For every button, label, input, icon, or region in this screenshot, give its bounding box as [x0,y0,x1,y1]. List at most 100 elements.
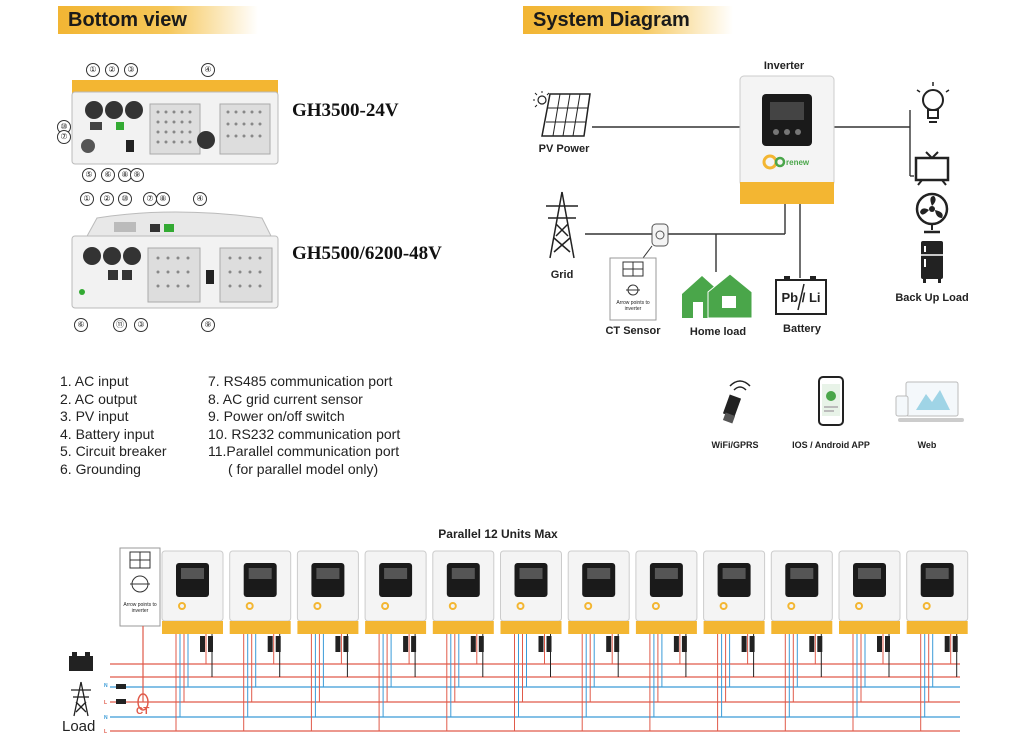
model-gh5500: GH5500/6200-48V [292,243,442,264]
inverter-unit [739,75,835,204]
unit-breaker [478,636,484,652]
unit-breaker [343,636,349,652]
callout-b1: ① [80,192,94,206]
unit-breaker [470,636,476,652]
unit-breaker [208,636,213,652]
ct-sensor-icon [651,223,669,247]
legend-item: 6. Grounding [60,460,141,477]
legend-item: 1. AC input [60,373,129,389]
wifi-gprs-label: WiFi/GPRS [711,440,759,450]
web-dashboard-icon [895,381,964,422]
home-load-label: Home load [689,326,747,338]
parallel-unit-display [858,568,881,579]
unit-breaker [741,636,747,652]
callout-4: ④ [201,63,215,77]
backup-load-label: Back Up Load [895,292,969,304]
parallel-unit-logo [855,602,863,610]
legend-item: 2. AC output [60,390,138,407]
parallel-grid-tower-icon [71,681,91,717]
parallel-ct-note: Arrow points to inverter [123,602,157,614]
legend-item: 8. AC grid current sensor [208,390,363,407]
unit-breaker [335,636,341,652]
parallel-unit-display [316,568,340,579]
unit-breaker [885,636,890,652]
parallel-unit-base [568,621,630,634]
battery-chem-text: Pb / Li [781,290,821,305]
parallel-unit-logo [651,602,660,610]
parallel-unit-base [365,621,427,634]
unit-breaker [749,636,755,652]
unit-breaker [606,636,612,652]
parallel-unit-logo [516,602,525,610]
unit-breaker [538,636,544,652]
ct-note-card [609,257,657,321]
callout-b8: ⑧ [156,192,170,206]
inverter-brand: renew [786,158,810,167]
solar-panel-icon [533,91,591,137]
unit-breaker [944,636,950,652]
web-label: Web [917,440,937,450]
callout-1: ① [86,63,100,77]
smartphone-app-icon [818,376,844,426]
battery-label: Battery [783,323,821,335]
unit-breaker [546,636,552,652]
unit-breaker [403,636,409,652]
bus-label-l2: L [104,729,108,735]
parallel-unit-logo [787,602,796,610]
parallel-unit-display [519,568,543,579]
unit-breaker [267,636,273,652]
parallel-unit-display [722,568,746,579]
legend-item: 7. RS485 communication port [208,373,393,389]
parallel-unit-display [587,568,611,579]
unit-breaker [673,636,679,652]
grid-label: Grid [550,269,574,281]
legend-item: 10. RS232 communication port [208,425,401,442]
parallel-ct-card [119,547,161,627]
battery-icon [775,276,827,315]
parallel-title: Parallel 12 Units Max [438,527,558,541]
bus-label-l1: L [104,700,108,706]
fuse-l [116,699,126,704]
legend-item: 11.Parallel communication port [208,443,400,459]
parallel-unit-base [500,621,562,634]
device-gh3500-bottom [71,80,279,165]
fuse-n [116,684,126,689]
parallel-unit-display [925,568,949,579]
legend-item: 4. Battery input [60,425,155,442]
callout-2: ② [105,63,119,77]
device-gh5500-bottom [71,211,279,309]
parallel-unit-display [248,568,272,579]
callout-b6: ⑥ [74,318,88,332]
unit-breaker [952,636,958,652]
system-diagram-title: System Diagram [523,6,733,34]
model-gh3500: GH3500-24V [292,100,399,121]
callout-b3: ③ [134,318,148,332]
inverter-label: Inverter [763,60,805,72]
parallel-unit-logo [448,602,457,610]
grid-tower-icon [546,191,578,259]
parallel-unit-base [297,621,359,634]
home-load-icon [682,273,753,319]
callout-7: ⑦ [57,130,71,144]
parallel-unit-display [451,568,475,579]
ct-note-text: Arrow points to inverter [616,300,650,312]
unit-breaker [877,636,882,652]
fridge-icon [921,241,943,283]
legend-item: 9. Power on/off switch [208,408,345,424]
legend-left: 1. AC input 2. AC output 3. PV input 4. … [60,373,167,478]
unit-breaker [809,636,815,652]
callout-b11: ⑪ [113,318,127,332]
parallel-unit-logo [381,602,390,610]
parallel-unit-logo [922,602,931,610]
parallel-ct-label: CT [136,706,150,717]
pv-power-label: PV Power [538,143,590,155]
bus-label-n2: N [104,715,108,721]
legend-item: 5. Circuit breaker [60,443,167,459]
callout-5: ⑤ [82,168,96,182]
legend-item: 3. PV input [60,408,129,424]
parallel-unit-base [635,621,697,634]
unit-breaker [200,636,205,652]
fan-icon [915,192,949,234]
parallel-unit-display [384,568,408,579]
